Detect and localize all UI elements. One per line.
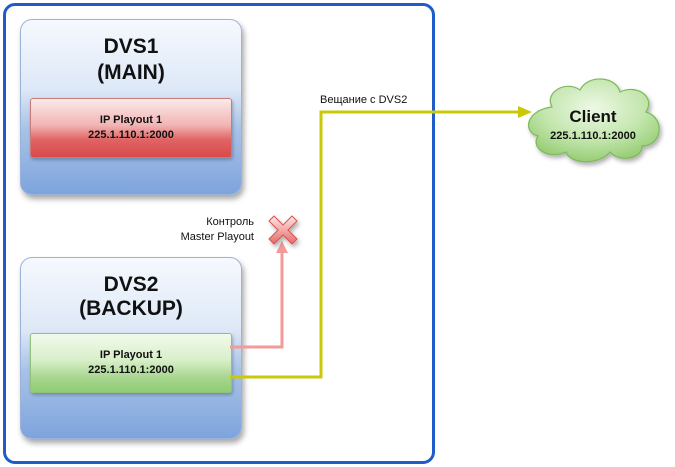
client-cloud xyxy=(528,78,660,163)
control-connector xyxy=(230,250,284,349)
playout-name: IP Playout 1 xyxy=(99,114,163,126)
broadcast-label: Вещание с DVS2 xyxy=(320,94,408,106)
server-role: (MAIN) xyxy=(97,61,165,84)
server-role: (BACKUP) xyxy=(79,297,183,320)
broadcast-arrowhead xyxy=(518,106,532,118)
server-dvs2: DVS2 (BACKUP) IP Playout 1 225.1.110.1:2… xyxy=(20,257,242,439)
playout-address: 225.1.110.1:2000 xyxy=(88,364,174,376)
server-title: DVS1 xyxy=(103,35,159,58)
red-x-icon xyxy=(268,215,298,245)
client-node: Client 225.1.110.1:2000 xyxy=(528,106,658,144)
control-label: Контроль Master Playout xyxy=(160,215,254,245)
client-title: Client xyxy=(569,107,617,126)
control-label-line1: Контроль xyxy=(206,216,254,228)
control-arrowhead xyxy=(276,241,288,253)
playout-name: IP Playout 1 xyxy=(99,349,163,361)
playout-main: IP Playout 1 225.1.110.1:2000 xyxy=(30,98,232,158)
client-address: 225.1.110.1:2000 xyxy=(550,130,636,142)
playout-address: 225.1.110.1:2000 xyxy=(88,129,174,141)
broadcast-connector xyxy=(230,110,520,379)
control-label-line2: Master Playout xyxy=(180,231,254,243)
server-dvs1: DVS1 (MAIN) IP Playout 1 225.1.110.1:200… xyxy=(20,19,242,195)
playout-backup: IP Playout 1 225.1.110.1:2000 xyxy=(30,333,232,393)
server-title: DVS2 xyxy=(103,273,159,296)
